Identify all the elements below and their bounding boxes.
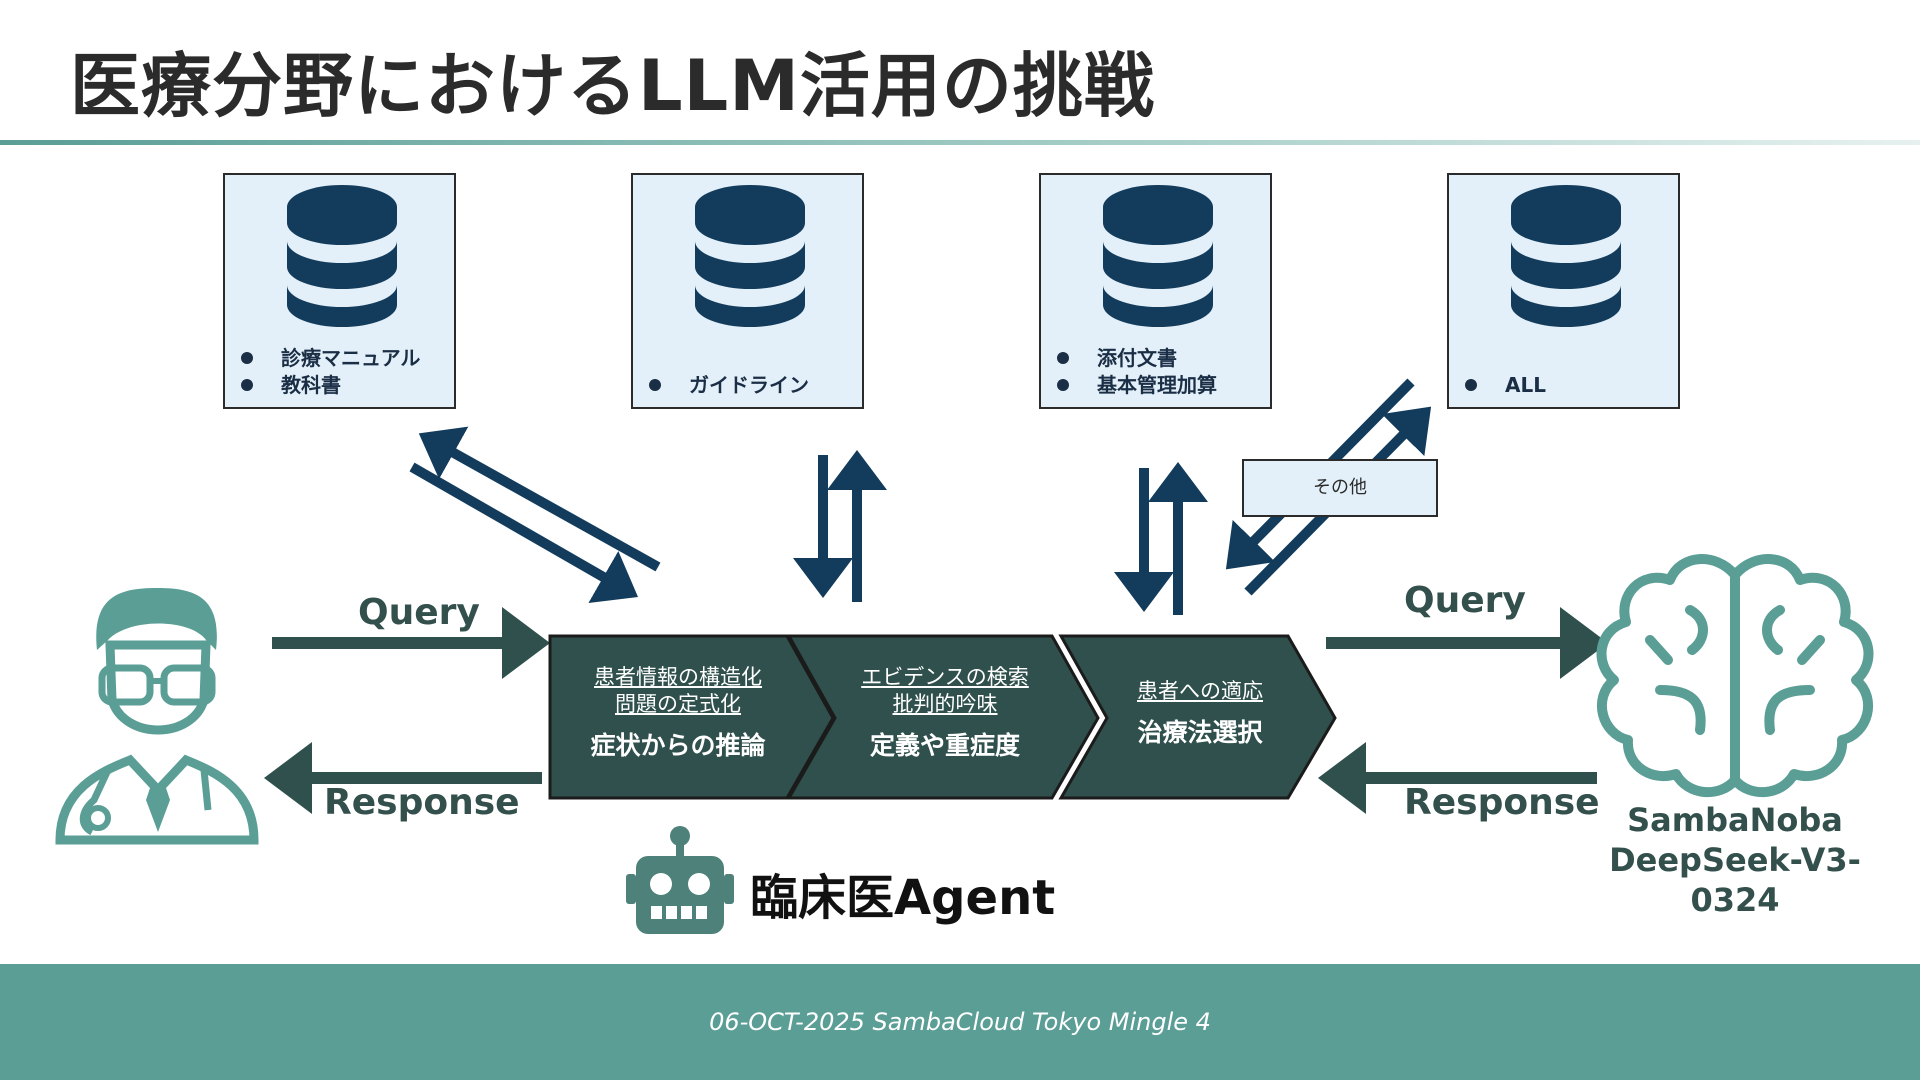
robot-icon bbox=[626, 826, 734, 934]
list-item: ガイドライン bbox=[649, 372, 809, 399]
stage-chevron-2 bbox=[786, 634, 1100, 800]
brain-icon bbox=[1596, 554, 1874, 798]
stage-2-sub-1: エビデンスの検索 bbox=[861, 665, 1029, 689]
stage-1-title: 症状からの推論 bbox=[590, 731, 766, 760]
response-label-left: Response bbox=[324, 782, 520, 823]
footer-text: 06-OCT-2025 SambaCloud Tokyo Mingle 4 bbox=[709, 1008, 1211, 1036]
stage-1-text: 患者情報の構造化 問題の定式化 症状からの推論 bbox=[560, 664, 796, 762]
database-icon bbox=[1511, 185, 1621, 327]
stage-3-text: 患者への適応 治療法選択 bbox=[1102, 678, 1298, 749]
database-box-package-inserts: 添付文書 基本管理加算 bbox=[1039, 173, 1272, 409]
stage-1-sub-1: 患者情報の構造化 bbox=[594, 665, 762, 689]
footer-bar: 06-OCT-2025 SambaCloud Tokyo Mingle 4 bbox=[0, 964, 1920, 1080]
query-label-left: Query bbox=[358, 592, 480, 633]
stage-chevron-1 bbox=[548, 634, 835, 800]
stage-3-title: 治療法選択 bbox=[1137, 718, 1263, 747]
list-item: 教科書 bbox=[241, 372, 420, 399]
list-item: 診療マニュアル bbox=[241, 345, 420, 372]
bullet-icon bbox=[241, 378, 253, 391]
database-box-guidelines: ガイドライン bbox=[631, 173, 864, 409]
title-underline bbox=[0, 140, 1920, 145]
doctor-icon bbox=[55, 588, 259, 845]
database-icon bbox=[287, 185, 397, 327]
stage-2-text: エビデンスの検索 批判的吟味 定義や重症度 bbox=[830, 664, 1060, 762]
stage-2-sub-2: 批判的吟味 bbox=[892, 692, 998, 716]
database-icon bbox=[695, 185, 805, 327]
list-item: 添付文書 bbox=[1057, 345, 1217, 372]
bullet-icon bbox=[1057, 351, 1069, 364]
database-icon bbox=[1103, 185, 1213, 327]
database-box-all: ALL bbox=[1447, 173, 1680, 409]
stage-1-sub-2: 問題の定式化 bbox=[615, 692, 741, 716]
agent-label: 臨床医Agent bbox=[750, 870, 1056, 926]
model-name: SambaNoba DeepSeek-V3-0324 bbox=[1570, 800, 1900, 920]
stage-chevron-3 bbox=[1058, 634, 1337, 800]
stage-2-title: 定義や重症度 bbox=[869, 731, 1020, 760]
list-item: 基本管理加算 bbox=[1057, 372, 1217, 399]
arrow-to-agent bbox=[409, 462, 639, 604]
bullet-icon bbox=[649, 378, 661, 391]
page-title: 医療分野におけるLLM活用の挑戦 bbox=[70, 45, 1155, 127]
model-version: DeepSeek-V3-0324 bbox=[1609, 841, 1861, 919]
query-label-right: Query bbox=[1404, 580, 1526, 621]
model-provider: SambaNoba bbox=[1627, 801, 1843, 839]
database-box-manuals: 診療マニュアル 教科書 bbox=[223, 173, 456, 409]
other-source-label: その他 bbox=[1242, 459, 1438, 517]
arrow-to-database bbox=[418, 426, 661, 572]
bullet-icon bbox=[1057, 378, 1069, 391]
list-item: ALL bbox=[1465, 372, 1546, 399]
bullet-icon bbox=[1465, 378, 1477, 391]
response-label-right: Response bbox=[1404, 782, 1600, 823]
bullet-icon bbox=[241, 351, 253, 364]
stage-3-sub-1: 患者への適応 bbox=[1137, 679, 1263, 703]
